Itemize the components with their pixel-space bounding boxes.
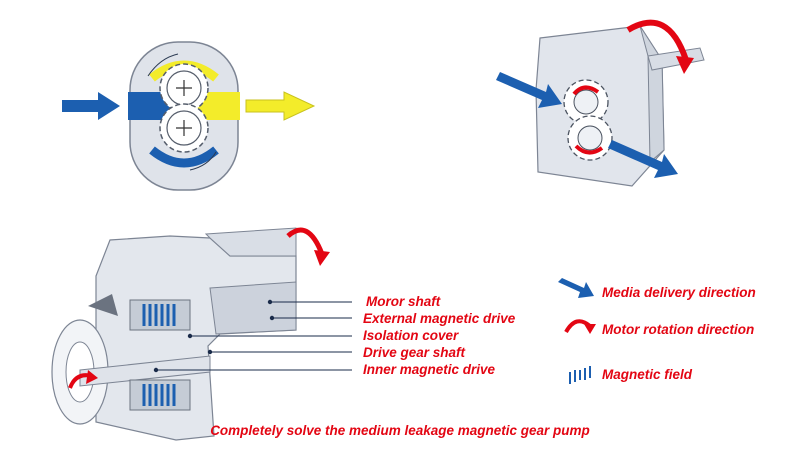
legend-motor-rotation: Motor rotation direction (602, 322, 755, 337)
legend-magnetic-field: Magnetic field (602, 367, 693, 382)
motor-rotation-arrow-icon (286, 227, 330, 266)
inlet-blue-arrow-icon (62, 92, 120, 120)
magnetic-drive-cutaway (51, 227, 297, 441)
label-motor-shaft: Moror shaft (366, 294, 441, 309)
gear-rotation-arrow-icon (572, 85, 604, 155)
diagram-caption: Completely solve the medium leakage magn… (210, 423, 590, 438)
leader-lines (153, 299, 352, 373)
inlet-blue-arrow-icon (496, 72, 562, 108)
magnet-stack-top (142, 304, 176, 326)
label-inner-magnetic-drive: Inner magnetic drive (363, 362, 496, 377)
gear-pump-schematic (128, 41, 240, 191)
legend-blue-arrow-icon (558, 278, 594, 298)
outlet-yellow-arrow-icon (245, 91, 316, 121)
label-drive-gear-shaft: Drive gear shaft (363, 345, 466, 360)
magnet-stack-bottom (142, 384, 176, 406)
outlet-blue-arrow-icon (608, 140, 678, 178)
rotation-arrow-icon (626, 19, 694, 74)
pump-3d-view (535, 25, 705, 187)
legend-media-delivery: Media delivery direction (602, 285, 756, 300)
label-external-magnetic-drive: External magnetic drive (363, 311, 516, 326)
legend-magnetic-field-icon (569, 366, 591, 384)
label-isolation-cover: Isolation cover (363, 328, 459, 343)
legend-rotation-arrow-icon (564, 319, 596, 334)
shaft-rotation-arrow-icon (68, 370, 98, 389)
